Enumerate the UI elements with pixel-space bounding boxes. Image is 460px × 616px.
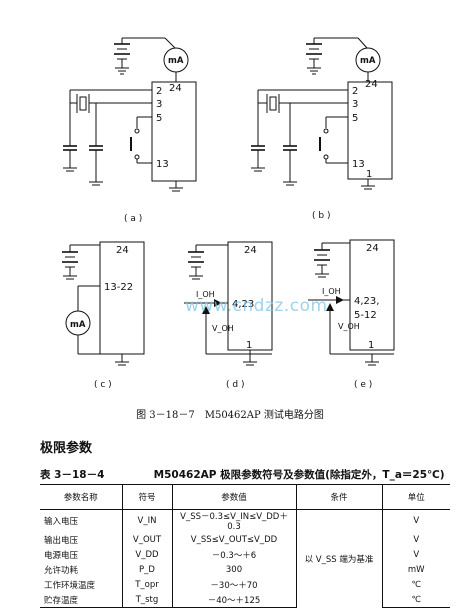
param-name: 输出电压: [44, 535, 79, 546]
param-value: －40～＋125: [171, 592, 296, 608]
param-unit: ℃: [381, 592, 450, 608]
table-row: 电源电压 V_DD －0.3～＋6 V: [40, 547, 450, 562]
current-label-e: I_OH: [322, 287, 341, 296]
pin-label: 4,23,: [354, 296, 379, 307]
circuit-c: [62, 241, 145, 366]
pin-label: 3: [352, 99, 358, 110]
table-row: 贮存温度 T_stg －40～＋125 ℃: [40, 592, 450, 608]
ammeter-label-a: mA: [168, 56, 184, 66]
param-value: －30～＋70: [171, 577, 296, 592]
table-number: 表 3－18－4: [40, 469, 105, 481]
ammeter-label-b: mA: [360, 56, 376, 66]
table-row: 输出电压 V_OUT V_SS≤V_OUT≤V_DD V: [40, 532, 450, 547]
pin-label: 24: [169, 83, 182, 94]
pin-label: 5: [156, 113, 162, 124]
pin-label: 3: [156, 99, 162, 110]
watermark: www.cndzz.com: [185, 296, 328, 316]
circuit-b: [251, 37, 393, 190]
circuit-d: [184, 241, 273, 366]
pin-label: 2: [352, 86, 358, 97]
pin-label: 1: [246, 340, 252, 351]
param-value: 300: [171, 562, 296, 577]
table-row: 允许功耗 P_D 300 mW: [40, 562, 450, 577]
param-name: 输入电压: [44, 517, 79, 527]
pin-label: 24: [116, 245, 129, 256]
param-symbol: P_D: [121, 562, 172, 577]
param-value: －0.3～＋6: [171, 547, 296, 562]
figure-caption: 图 3－18－7 M50462AP 测试电路分图: [136, 410, 324, 421]
param-unit: V: [381, 509, 450, 532]
pin-label: 2: [156, 86, 162, 97]
section-title: 极限参数: [40, 441, 93, 456]
param-symbol: V_IN: [121, 509, 172, 532]
param-symbol: T_stg: [121, 592, 172, 608]
table-header-row: 参数名称 符号 参数值 条件 单位: [40, 484, 450, 510]
table-row: 工作环境温度 T_opr －30～＋70 ℃: [40, 577, 450, 592]
param-name: 工作环境温度: [44, 580, 96, 591]
pin-label: 24: [365, 79, 378, 90]
column-header: 符号: [121, 484, 172, 510]
param-symbol: V_DD: [121, 547, 172, 562]
param-name: 允许功耗: [44, 565, 79, 576]
param-name: 贮存温度: [40, 592, 122, 608]
param-unit: ℃: [381, 577, 450, 592]
panel-label-e: ( e ): [354, 380, 372, 390]
param-value: V_SS≤V_OUT≤V_DD: [171, 532, 296, 547]
param-symbol: T_opr: [121, 577, 172, 592]
param-symbol: V_OUT: [121, 532, 172, 547]
pin-label: 24: [366, 243, 379, 254]
pin-label: 1: [366, 169, 372, 180]
pin-label: 13-22: [104, 282, 133, 293]
param-value: V_SS－0.3≤V_IN≤V_DD＋0.3: [171, 509, 296, 532]
voltage-label-e: V_OH: [338, 322, 360, 331]
pin-label: 5-12: [354, 310, 377, 321]
param-name: 电源电压: [44, 550, 79, 561]
column-header: 参数名称: [40, 484, 122, 510]
current-label-d: I_OH: [196, 290, 215, 299]
circuit-e: [308, 239, 395, 366]
pin-label: 13: [156, 159, 169, 170]
pin-label: 4,23: [232, 299, 254, 310]
column-header: 参数值: [171, 484, 296, 510]
voltage-label-d: V_OH: [212, 324, 234, 333]
table-caption: 表 3－18－4 M50462AP 极限参数符号及参数值(除指定外，T_a＝25…: [40, 467, 450, 482]
table-row: 输入电压 V_IN V_SS－0.3≤V_IN≤V_DD＋0.3 以 V_SS …: [40, 509, 450, 608]
pin-label: 1: [368, 340, 374, 351]
test-circuit-figure: mA mA mA 24 2 3 5 13 24 2 3 5 13 1 24 13…: [62, 37, 395, 390]
param-condition: 以 V_SS 端为基准: [295, 509, 382, 608]
panel-label-b: ( b ): [312, 211, 330, 221]
param-unit: mW: [381, 562, 450, 577]
panel-label-a: ( a ): [124, 214, 142, 224]
pin-label: 24: [244, 245, 257, 256]
circuit-a: [63, 37, 197, 192]
column-header: 条件: [295, 484, 382, 510]
limit-parameters-table: 参数名称 符号 参数值 条件 单位 输入电压 V_IN V_SS－0.3≤V_I…: [40, 484, 450, 608]
ammeter-label-c: mA: [70, 320, 86, 330]
param-unit: V: [381, 532, 450, 547]
table-title: M50462AP 极限参数符号及参数值(除指定外，T_a＝25℃): [153, 469, 445, 481]
panel-label-c: ( c ): [94, 380, 112, 390]
column-header: 单位: [381, 484, 450, 510]
param-unit: V: [381, 547, 450, 562]
panel-label-d: ( d ): [226, 380, 244, 390]
pin-label: 5: [352, 113, 358, 124]
pin-label: 13: [352, 159, 365, 170]
